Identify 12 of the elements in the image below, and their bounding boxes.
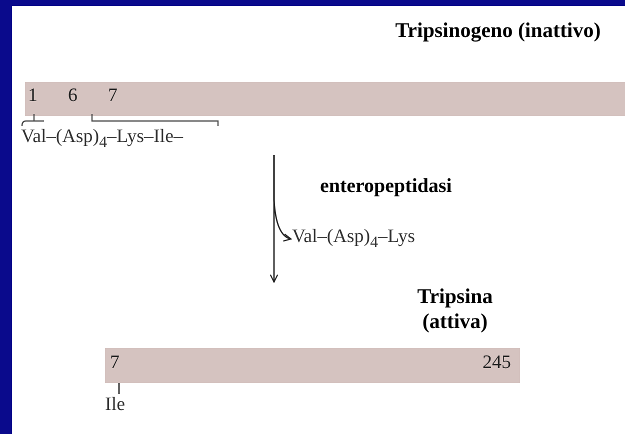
peptide-sequence: Val–(Asp)$_{4}$–Lys–Ile– — [21, 126, 184, 152]
residue-number: 7 — [110, 352, 120, 374]
heading: Tripsinogeno (inattivo) — [394, 18, 602, 43]
edge-label: enteropeptidasi — [320, 174, 452, 199]
arrow — [273, 155, 292, 241]
peptide-sequence: Val–(Asp)$_{4}$–Lys — [292, 226, 415, 252]
residue-number: 245 — [482, 352, 511, 374]
heading: Tripsina (attiva) — [416, 284, 494, 334]
peptide-sequence: Ile — [105, 394, 126, 416]
residue-number: 6 — [68, 85, 78, 107]
residue-number: 7 — [108, 85, 118, 107]
residue-number: 1 — [28, 85, 38, 107]
